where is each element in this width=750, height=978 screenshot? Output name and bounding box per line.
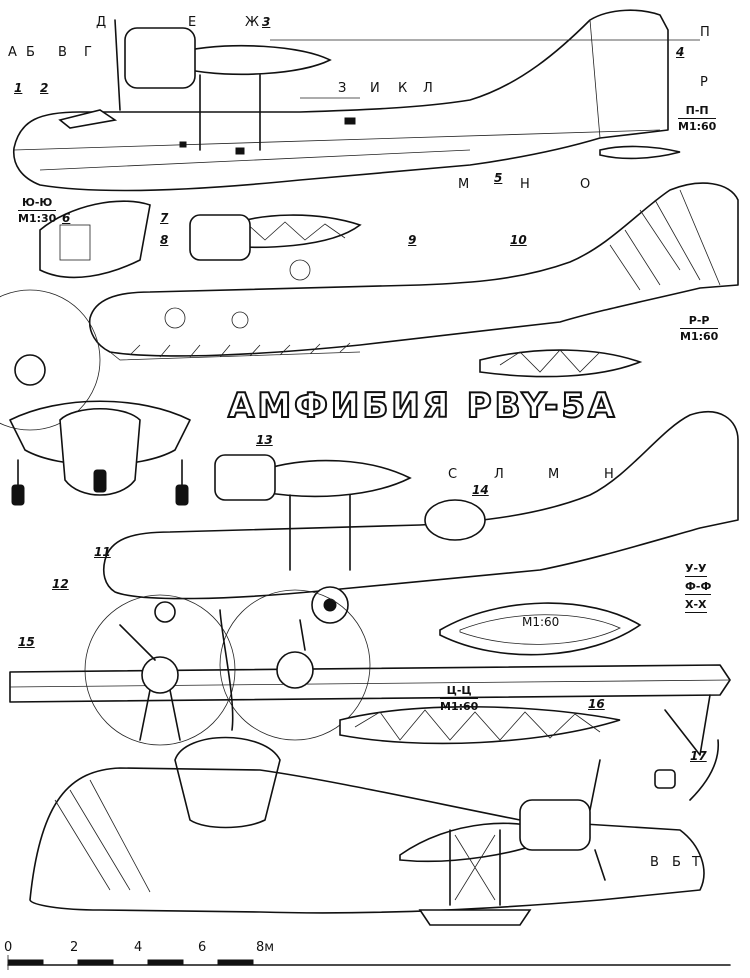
callout: 13 (256, 433, 273, 447)
section-letter: Н (520, 177, 530, 192)
callout: 3 (262, 15, 271, 29)
drawing-title: АМФИБИЯ PBY-5A (227, 385, 618, 427)
callout: 15 (18, 635, 35, 649)
section-caption: Ф-Ф (685, 580, 712, 595)
front-view (0, 289, 191, 506)
callout: 9 (408, 233, 417, 247)
callout: 10 (510, 233, 527, 247)
section-letter: Б (672, 855, 681, 870)
cutaway-view (39, 182, 739, 378)
section-letter: Б (26, 45, 35, 60)
side-view-gear (102, 411, 739, 656)
float-section-scale: М1:60 (522, 615, 560, 629)
scale-tick: 0 (4, 940, 13, 955)
callout: 14 (472, 483, 489, 497)
section-letter: К (398, 81, 408, 96)
scale-tick: 2 (70, 940, 79, 955)
side-view-top (13, 9, 700, 192)
section-letter: Н (604, 467, 614, 482)
section-letter: В (58, 45, 67, 60)
section-caption: Х-Х (685, 598, 707, 613)
section-letter: Л (494, 467, 504, 482)
section-letter: О (580, 177, 591, 192)
section-letter: Ж (245, 15, 260, 30)
section-letter: И (370, 81, 380, 96)
rear-view (29, 759, 705, 926)
section-caption: У-У (685, 562, 707, 577)
section-letter: Л (423, 81, 433, 96)
callout: 1 (14, 81, 23, 95)
callout: 5 (494, 171, 503, 185)
callout: 4 (676, 45, 685, 59)
callout: 2 (40, 81, 49, 95)
scale-tick: 8м (256, 940, 275, 955)
callout: 8 (160, 233, 169, 247)
section-letter: З (338, 81, 347, 96)
callout: 6 (62, 211, 71, 225)
section-letter: Г (84, 45, 92, 60)
section-letter: А (8, 45, 17, 60)
section-letter: М (458, 177, 470, 192)
section-letter: Т (692, 855, 700, 870)
scale-tick: 6 (198, 940, 207, 955)
callout: 11 (94, 545, 111, 559)
section-letter: М (548, 467, 560, 482)
callout: 7 (160, 211, 169, 225)
section-letter: Р (700, 75, 708, 90)
section-letter: П (700, 25, 710, 40)
section-letter: Д (96, 15, 107, 30)
section-letter: В (650, 855, 659, 870)
scale-bar (7, 955, 731, 970)
callout: 12 (52, 577, 69, 591)
scale-tick: 4 (134, 940, 143, 955)
callout: 17 (690, 749, 707, 763)
section-letter: Е (188, 15, 197, 30)
section-letter: С (448, 467, 458, 482)
callout: 16 (588, 697, 605, 711)
wing-view (9, 589, 731, 829)
